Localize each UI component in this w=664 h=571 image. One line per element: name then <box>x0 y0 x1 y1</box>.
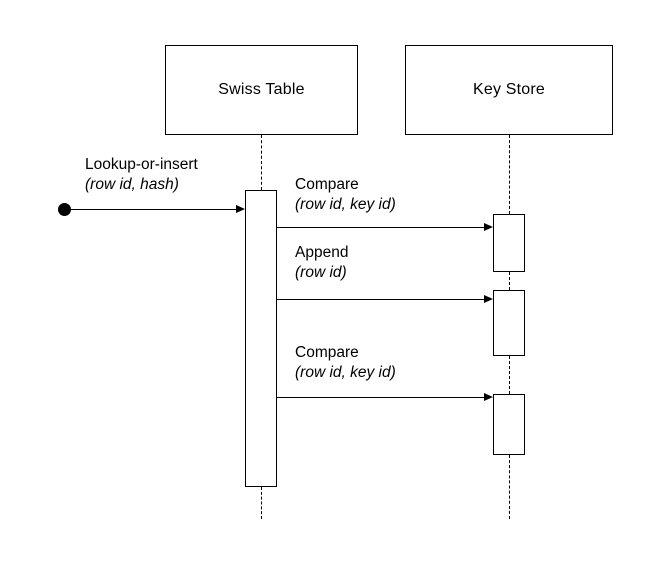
activation-bar-key-store-2[interactable] <box>493 290 525 356</box>
message-name-compare-2: Compare <box>295 344 359 361</box>
message-line-compare-2[interactable] <box>277 397 484 398</box>
message-args-append: (row id) <box>295 264 347 282</box>
message-line-lookup-or-insert[interactable] <box>64 209 236 210</box>
participant-box-key-store[interactable]: Key Store <box>405 45 613 135</box>
message-name-append: Append <box>295 244 349 261</box>
message-line-compare-1[interactable] <box>277 227 484 228</box>
message-label-compare-1: Compare (row id, key id) <box>295 175 396 216</box>
lifeline-key-store-gap-2 <box>509 356 510 394</box>
activation-bar-key-store-1[interactable] <box>493 214 525 272</box>
message-label-compare-2: Compare (row id, key id) <box>295 343 396 384</box>
message-name-compare-1: Compare <box>295 176 359 193</box>
lifeline-swiss-table-top <box>261 135 262 190</box>
activation-bar-swiss-table[interactable] <box>245 190 277 487</box>
participant-box-swiss-table[interactable]: Swiss Table <box>165 45 358 135</box>
arrow-head-lookup-or-insert <box>236 204 245 213</box>
message-args-compare-1: (row id, key id) <box>295 196 396 214</box>
message-label-append: Append (row id) <box>295 243 348 284</box>
message-args-compare-2: (row id, key id) <box>295 364 396 382</box>
message-args-lookup-or-insert: (row id, hash) <box>85 176 179 194</box>
message-label-lookup-or-insert: Lookup-or-insert (row id, hash) <box>85 155 198 196</box>
lifeline-swiss-table-bottom <box>261 487 262 519</box>
arrow-head-compare-2 <box>484 392 493 401</box>
lifeline-key-store-bottom <box>509 455 510 519</box>
lifeline-key-store-top <box>509 135 510 214</box>
message-name-lookup-or-insert: Lookup-or-insert <box>85 156 198 173</box>
arrow-head-compare-1 <box>484 222 493 231</box>
message-line-append[interactable] <box>277 299 484 300</box>
lifeline-key-store-gap-1 <box>509 272 510 290</box>
arrow-head-append <box>484 294 493 303</box>
participant-label-key-store: Key Store <box>472 81 546 99</box>
participant-label-swiss-table: Swiss Table <box>218 81 305 99</box>
activation-bar-key-store-3[interactable] <box>493 394 525 455</box>
